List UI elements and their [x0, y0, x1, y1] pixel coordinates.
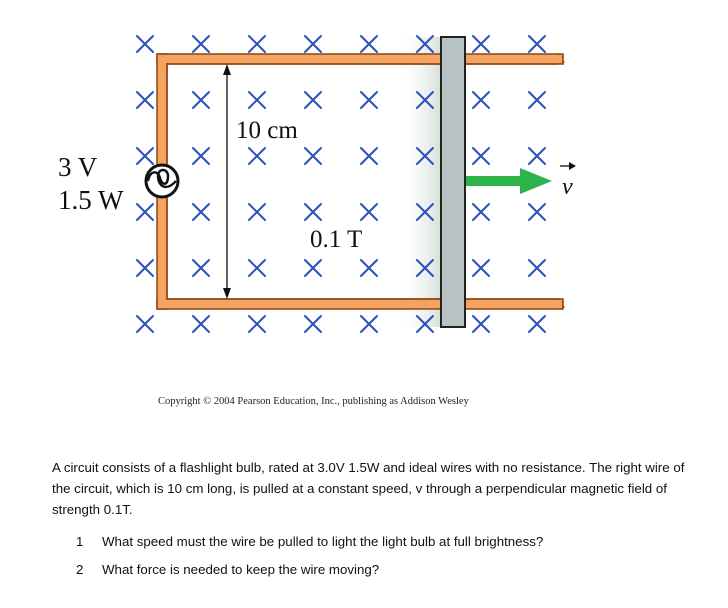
- field-cross-icon: [136, 91, 154, 109]
- field-cross-icon: [192, 147, 210, 165]
- bulb-icon: [144, 163, 180, 199]
- velocity-symbol: v: [560, 162, 576, 200]
- field-cross-icon: [248, 315, 266, 333]
- field-cross-icon: [472, 35, 490, 53]
- field-cross-icon: [416, 91, 434, 109]
- field-cross-icon: [528, 315, 546, 333]
- field-cross-icon: [472, 259, 490, 277]
- field-strength-label: 0.1 T: [310, 226, 362, 253]
- length-label: 10 cm: [236, 117, 298, 144]
- question-list: 1 What speed must the wire be pulled to …: [52, 532, 692, 579]
- circuit-diagram: v 10 cm 0.1 T 3 V 1.5 W Copyright © 2004…: [58, 35, 576, 407]
- field-cross-icon: [416, 203, 434, 221]
- field-cross-icon: [360, 259, 378, 277]
- field-cross-icon: [136, 147, 154, 165]
- field-cross-icon: [360, 147, 378, 165]
- question-item: 1 What speed must the wire be pulled to …: [52, 532, 692, 551]
- motion-shade: [395, 37, 441, 327]
- field-cross-icon: [304, 147, 322, 165]
- field-cross-icon: [360, 91, 378, 109]
- field-cross-icon: [416, 259, 434, 277]
- field-cross-icon: [528, 91, 546, 109]
- velocity-symbol-text: v: [562, 174, 573, 200]
- field-cross-icon: [248, 203, 266, 221]
- circuit-diagram-svg: v 10 cm 0.1 T: [136, 35, 576, 333]
- question-item: 2 What force is needed to keep the wire …: [52, 560, 692, 579]
- field-cross-icon: [304, 35, 322, 53]
- field-cross-icon: [192, 315, 210, 333]
- bulb-voltage-label: 3 V: [58, 152, 98, 182]
- field-cross-icon: [192, 203, 210, 221]
- field-cross-icon: [472, 315, 490, 333]
- copyright-notice: Copyright © 2004 Pearson Education, Inc.…: [158, 396, 469, 407]
- magnetic-field-crosses: [136, 35, 546, 333]
- field-cross-icon: [192, 259, 210, 277]
- field-cross-icon: [248, 35, 266, 53]
- field-cross-icon: [528, 259, 546, 277]
- field-cross-icon: [304, 91, 322, 109]
- field-cross-icon: [136, 259, 154, 277]
- field-cross-icon: [248, 259, 266, 277]
- field-cross-icon: [416, 35, 434, 53]
- field-cross-icon: [360, 203, 378, 221]
- field-cross-icon: [304, 259, 322, 277]
- field-cross-icon: [304, 203, 322, 221]
- field-cross-icon: [304, 315, 322, 333]
- bulb-power-label: 1.5 W: [58, 185, 124, 215]
- question-number: 1: [76, 534, 84, 549]
- problem-text: A circuit consists of a flashlight bulb,…: [52, 460, 685, 517]
- field-cross-icon: [416, 147, 434, 165]
- field-cross-icon: [472, 203, 490, 221]
- field-cross-icon: [360, 315, 378, 333]
- length-dimension-arrow: [223, 64, 231, 299]
- moving-rod: [440, 36, 466, 328]
- field-cross-icon: [360, 35, 378, 53]
- field-cross-icon: [192, 91, 210, 109]
- question-text: What speed must the wire be pulled to li…: [102, 534, 544, 549]
- field-cross-icon: [136, 203, 154, 221]
- field-cross-icon: [136, 35, 154, 53]
- field-cross-icon: [472, 147, 490, 165]
- field-cross-icon: [192, 35, 210, 53]
- field-cross-icon: [136, 315, 154, 333]
- field-cross-icon: [248, 91, 266, 109]
- field-cross-icon: [472, 91, 490, 109]
- field-cross-icon: [416, 315, 434, 333]
- problem-statement: A circuit consists of a flashlight bulb,…: [52, 457, 692, 588]
- question-text: What force is needed to keep the wire mo…: [102, 562, 380, 577]
- field-cross-icon: [248, 147, 266, 165]
- velocity-arrow: [466, 168, 552, 194]
- field-cross-icon: [528, 147, 546, 165]
- question-number: 2: [76, 562, 84, 577]
- field-cross-icon: [528, 35, 546, 53]
- field-cross-icon: [528, 203, 546, 221]
